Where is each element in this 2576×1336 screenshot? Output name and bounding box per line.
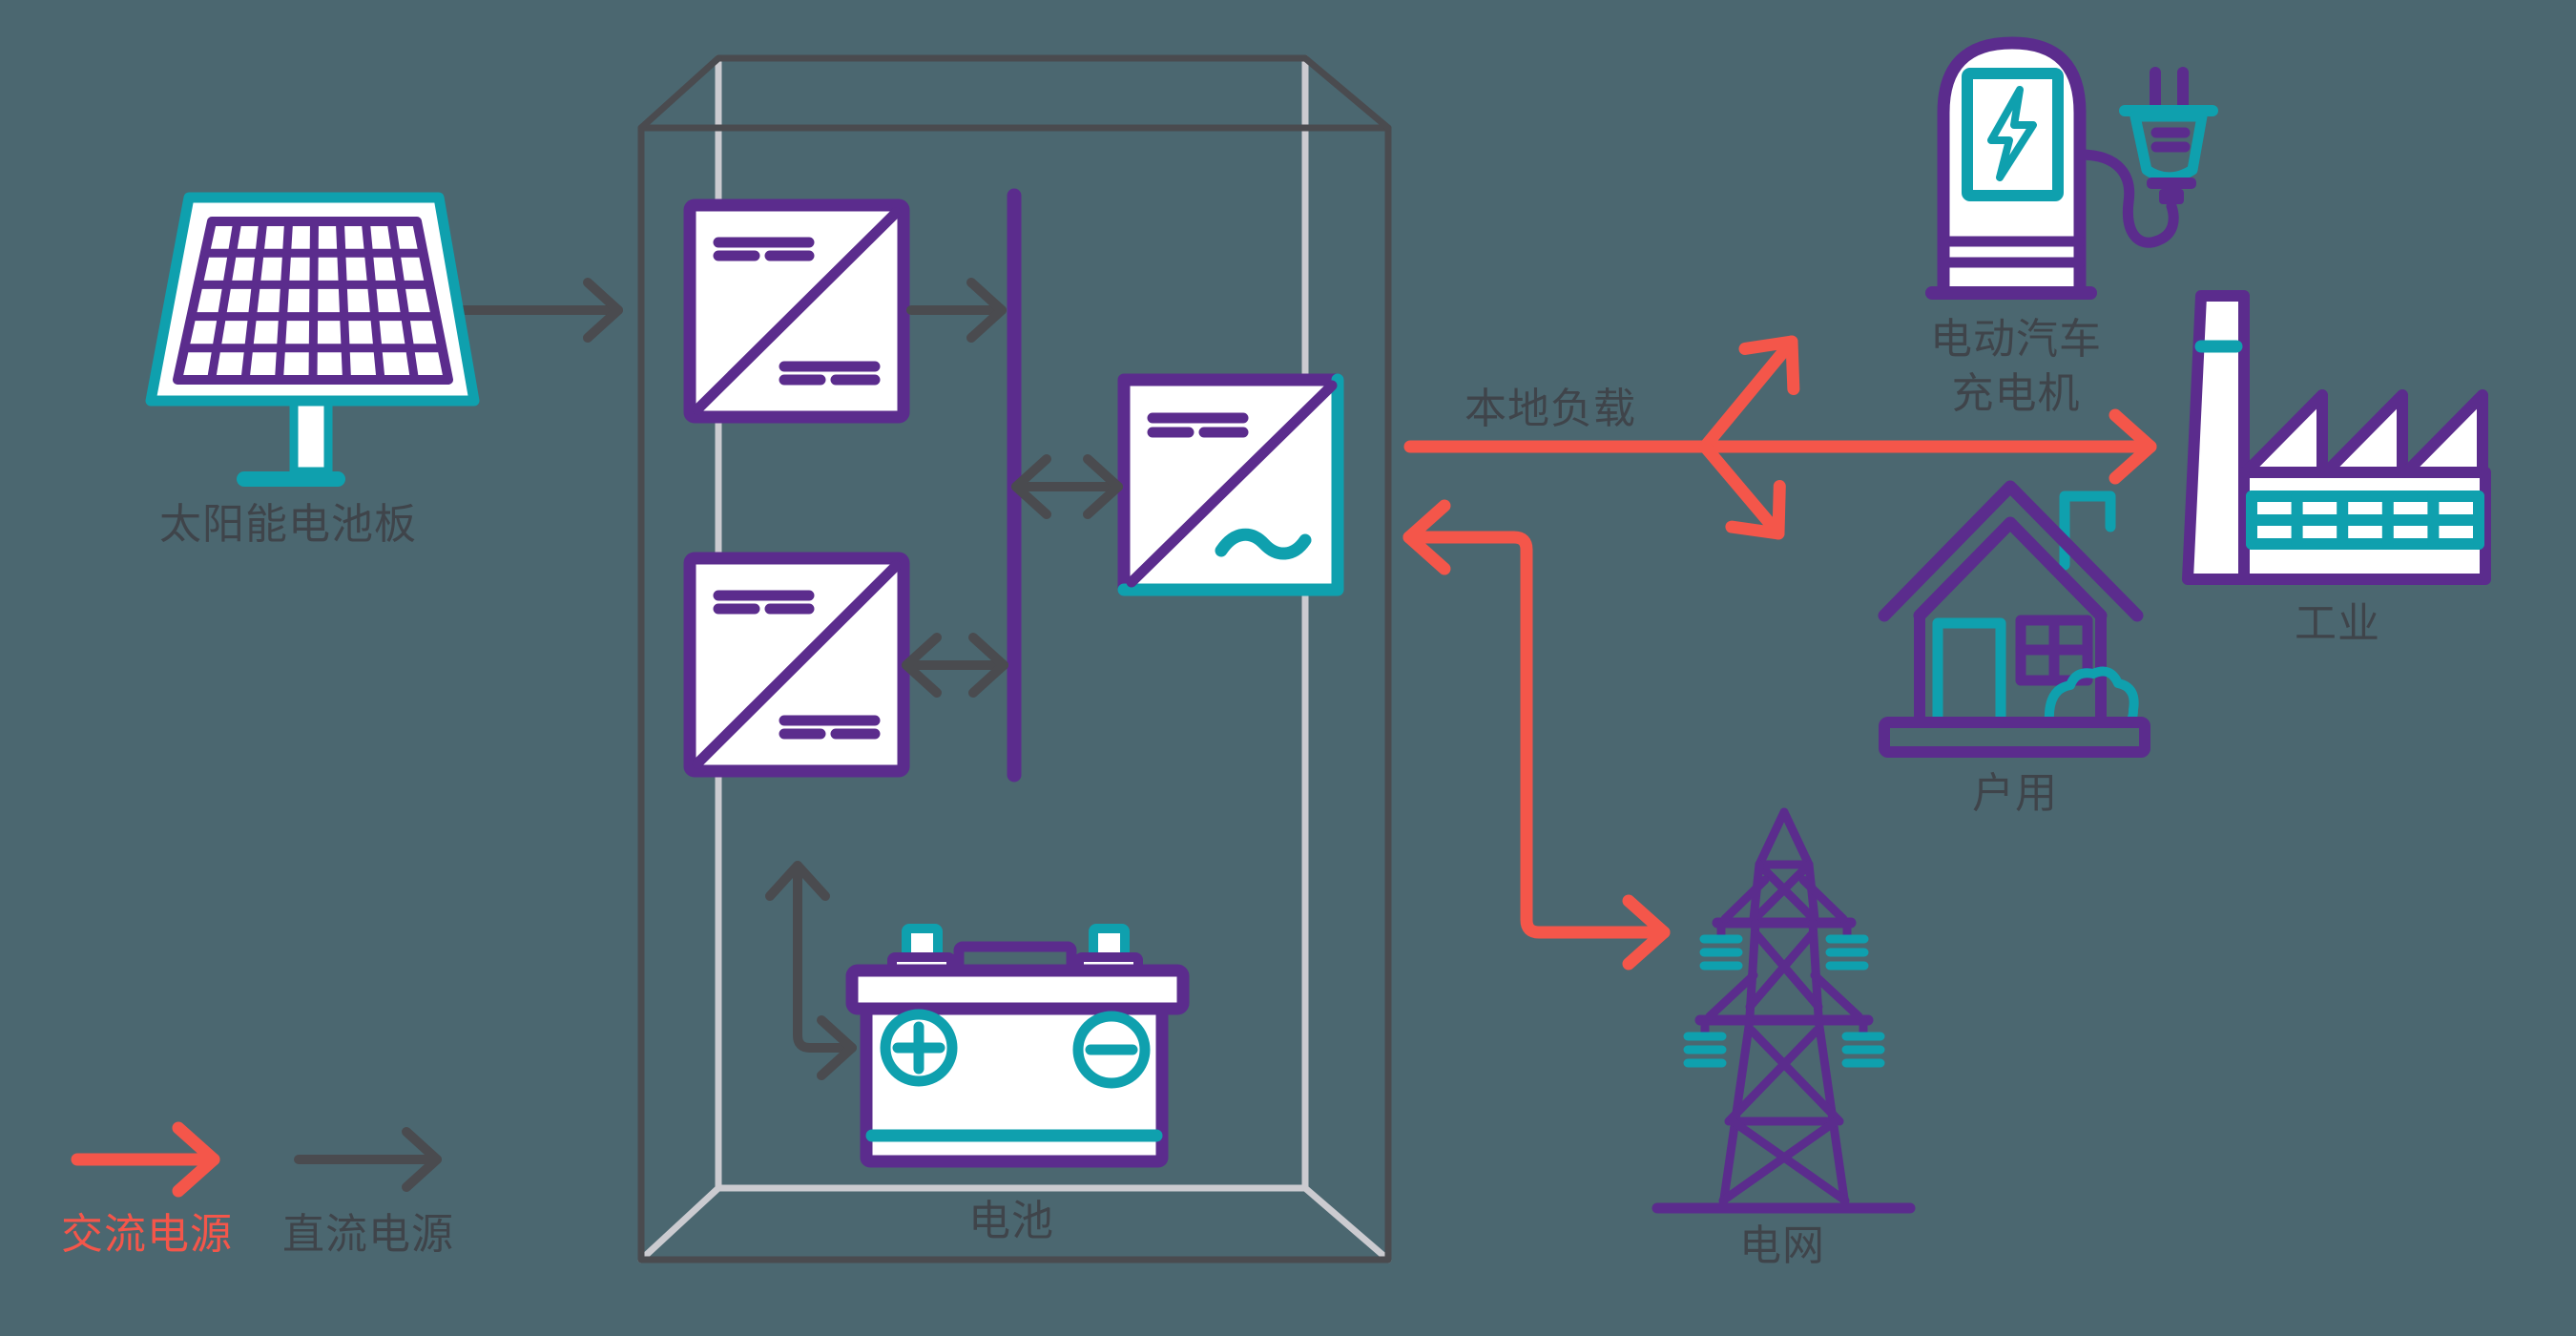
panel-grid (179, 217, 447, 385)
grid-label: 电网 (1739, 1222, 1825, 1269)
local-load-label: 本地负载 (1465, 386, 1636, 432)
lightning-icon (1987, 86, 2037, 181)
arrow-to-ev-charger (1698, 335, 1800, 453)
solar-panel-label: 太阳能电池板 (159, 501, 417, 548)
ac-sine-icon (1215, 528, 1312, 560)
inverter-icon (1117, 373, 1344, 596)
door-icon (1932, 617, 2006, 728)
house-icon (1878, 480, 2150, 758)
industry-label: 工业 (2295, 600, 2380, 647)
arrow-grid-inverter (1402, 499, 1671, 971)
factory-icon (2182, 290, 2491, 585)
solar-panel-icon (145, 192, 480, 487)
plus-terminal-icon (880, 1009, 958, 1087)
household-label: 户用 (1972, 770, 2058, 817)
battery-label: 电池 (968, 1198, 1054, 1244)
arrow-to-household (1698, 440, 1786, 540)
minus-terminal-icon (1072, 1011, 1151, 1089)
ev-charger-label-line2: 充电机 (1951, 370, 2081, 417)
window-icon (2015, 615, 2093, 686)
factory-windows (2246, 491, 2484, 550)
dc-symbol (713, 237, 881, 386)
ac-flow-arrows (1402, 335, 2157, 971)
dc-symbol (1147, 412, 1249, 438)
battery-icon (845, 924, 1190, 1168)
insulator-icons (1683, 934, 1885, 1068)
ev-charger-label-line1: 电动汽车 (1930, 316, 2102, 363)
legend-ac-label: 交流电源 (61, 1211, 233, 1258)
dc-dc-converter-icon-battery (683, 552, 910, 778)
legend-dc-label: 直流电源 (282, 1211, 454, 1258)
ev-charger-icon (1925, 36, 2218, 300)
plug-icon (2119, 67, 2218, 204)
bush-icon (2044, 666, 2139, 727)
transmission-tower-icon (1652, 807, 1916, 1214)
dc-dc-converter-icon-pv (683, 198, 910, 424)
dc-symbol (713, 590, 881, 740)
dc-flow-arrows (439, 278, 1123, 1080)
charging-cable (2074, 149, 2179, 248)
arrow-bus-battery (765, 861, 857, 1080)
